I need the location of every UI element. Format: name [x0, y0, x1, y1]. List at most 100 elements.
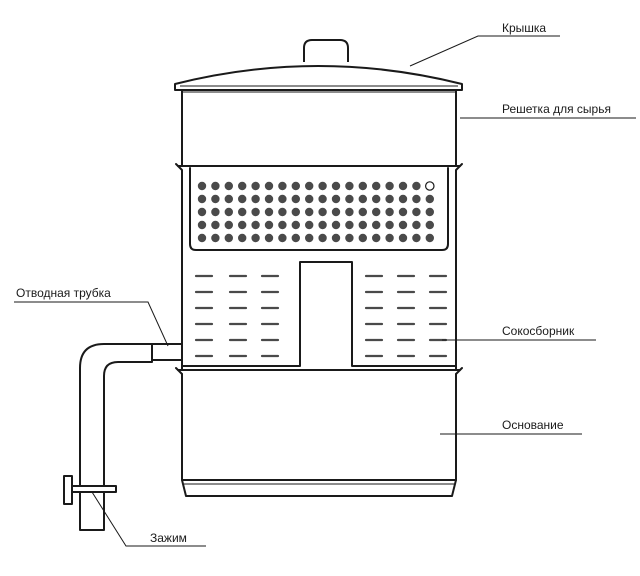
grate-hole — [197, 207, 207, 217]
grate-hole — [305, 181, 314, 191]
base — [181, 373, 457, 497]
grate-hole — [372, 207, 381, 217]
grate-hole — [278, 220, 287, 230]
grate-hole — [238, 194, 247, 204]
label-lid: Крышка — [502, 21, 546, 35]
grate-hole — [345, 181, 354, 191]
lid-dome — [174, 65, 463, 91]
grate-hole — [424, 181, 435, 191]
grate-hole — [345, 233, 354, 243]
grate-hole — [425, 220, 434, 230]
grate-hole — [291, 220, 300, 230]
grate-hole — [372, 233, 381, 243]
grate-hole — [211, 233, 220, 243]
grate-hole — [251, 194, 260, 204]
grate-hole — [238, 233, 247, 243]
grate-hole — [305, 194, 314, 204]
juice-level-marks — [194, 274, 448, 358]
grate-hole — [398, 207, 408, 217]
grate-hole — [345, 207, 354, 217]
grate-hole — [197, 194, 207, 204]
grate-hole — [251, 181, 260, 191]
grate-hole — [278, 233, 287, 243]
grate-hole — [224, 194, 233, 204]
grate-hole — [398, 220, 408, 230]
upper-section — [181, 89, 457, 167]
grate-hole — [278, 207, 287, 217]
grate-hole — [398, 194, 408, 204]
grate-hole — [385, 207, 394, 217]
grate-hole — [318, 181, 327, 191]
outlet-tube — [79, 343, 183, 531]
label-grate: Решетка для сырья — [502, 102, 611, 116]
grate-basket — [175, 163, 463, 251]
grate-hole — [425, 194, 434, 204]
grate-hole — [305, 220, 314, 230]
collector-funnel — [181, 261, 457, 367]
grate-hole — [398, 181, 408, 191]
grate-hole — [211, 194, 220, 204]
grate-hole — [331, 207, 341, 217]
grate-hole — [385, 181, 394, 191]
grate-hole — [211, 220, 220, 230]
leader-lines — [14, 35, 636, 547]
grate-hole — [238, 220, 247, 230]
grate-hole — [345, 194, 354, 204]
grate-hole — [291, 194, 300, 204]
grate-hole — [318, 194, 327, 204]
grate-hole — [372, 220, 381, 230]
lid — [174, 39, 463, 91]
grate-hole — [197, 220, 207, 230]
leader-lid — [409, 35, 560, 67]
grate-hole — [331, 233, 341, 243]
label-clamp: Зажим — [150, 531, 187, 545]
grate-hole — [251, 207, 260, 217]
grate-hole — [291, 181, 300, 191]
grate-hole — [197, 233, 207, 243]
grate-hole — [305, 233, 314, 243]
grate-hole — [278, 181, 287, 191]
outlet-nozzle — [151, 343, 183, 361]
grate-hole — [211, 181, 220, 191]
grate-hole — [264, 181, 274, 191]
grate-hole — [291, 207, 300, 217]
label-outlet-tube: Отводная трубка — [16, 286, 111, 300]
grate-hole — [412, 181, 421, 191]
grate-hole — [291, 233, 300, 243]
label-juice-collector: Сокосборник — [502, 324, 575, 338]
grate-hole — [264, 220, 274, 230]
grate-hole — [385, 233, 394, 243]
grate-hole — [305, 207, 314, 217]
grate-hole — [358, 194, 367, 204]
clamp-handle — [63, 475, 73, 505]
grate-hole — [264, 194, 274, 204]
lid-handle — [303, 39, 349, 62]
clamp — [63, 475, 117, 505]
grate-hole — [238, 207, 247, 217]
label-base: Основание — [502, 418, 564, 432]
grate-hole — [331, 194, 341, 204]
grate-hole — [398, 233, 408, 243]
outlet-pipe — [79, 343, 153, 531]
grate-hole — [358, 181, 367, 191]
grate-hole — [425, 233, 434, 243]
grate-hole — [345, 220, 354, 230]
grate-hole — [251, 233, 260, 243]
leader-clamp — [91, 491, 206, 547]
grate-hole — [331, 220, 341, 230]
grate-hole — [358, 207, 367, 217]
grate-hole — [211, 207, 220, 217]
grate-hole — [264, 233, 274, 243]
grate-hole — [251, 220, 260, 230]
grate-hole — [425, 207, 434, 217]
grate-hole — [224, 181, 233, 191]
grate-hole — [358, 220, 367, 230]
grate-hole — [224, 207, 233, 217]
grate-hole — [372, 194, 381, 204]
grate-basket-body — [189, 167, 449, 251]
grate-hole — [372, 181, 381, 191]
grate-hole — [412, 220, 421, 230]
grate-hole — [264, 207, 274, 217]
base-bottom — [181, 479, 457, 497]
